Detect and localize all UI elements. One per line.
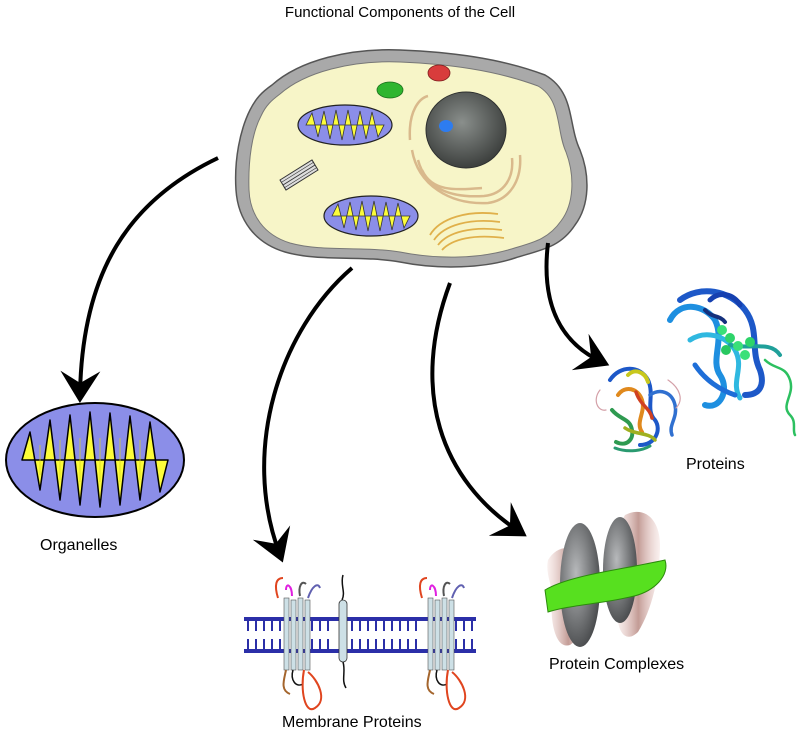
label-protein-complexes: Protein Complexes bbox=[549, 656, 685, 673]
arrow-to-protein-complexes bbox=[430, 282, 527, 537]
label-proteins: Proteins bbox=[686, 456, 745, 473]
arrow-to-membrane-proteins bbox=[252, 266, 354, 563]
protein-structure-small bbox=[595, 366, 681, 453]
red-vesicle bbox=[427, 64, 451, 82]
diagram-title: Functional Components of the Cell bbox=[284, 4, 516, 21]
arrow-to-organelles bbox=[60, 156, 219, 403]
membrane-bilayer bbox=[244, 574, 476, 711]
cytoplasm bbox=[248, 61, 573, 258]
mitochondrion-upper bbox=[297, 104, 393, 146]
centriole bbox=[279, 159, 319, 191]
golgi-apparatus bbox=[429, 212, 505, 251]
mitochondrion-lower bbox=[323, 195, 419, 237]
transmembrane-protein-right bbox=[418, 577, 467, 711]
complex-green-band bbox=[544, 559, 667, 613]
organelle-mitochondrion bbox=[5, 402, 185, 518]
label-membrane-proteins: Membrane Proteins bbox=[282, 714, 422, 731]
nucleus bbox=[425, 91, 507, 169]
green-vesicle bbox=[376, 81, 404, 99]
protein-structure-large bbox=[667, 288, 797, 437]
protein-complex bbox=[544, 511, 667, 647]
single-pass-protein bbox=[338, 574, 348, 689]
label-organelles: Organelles bbox=[40, 537, 118, 554]
arrows bbox=[60, 156, 610, 563]
nucleolus bbox=[439, 120, 453, 132]
transmembrane-protein-left bbox=[274, 577, 323, 711]
arrow-to-proteins bbox=[544, 242, 610, 371]
endoplasmic-reticulum bbox=[408, 94, 522, 205]
cell bbox=[234, 49, 588, 268]
